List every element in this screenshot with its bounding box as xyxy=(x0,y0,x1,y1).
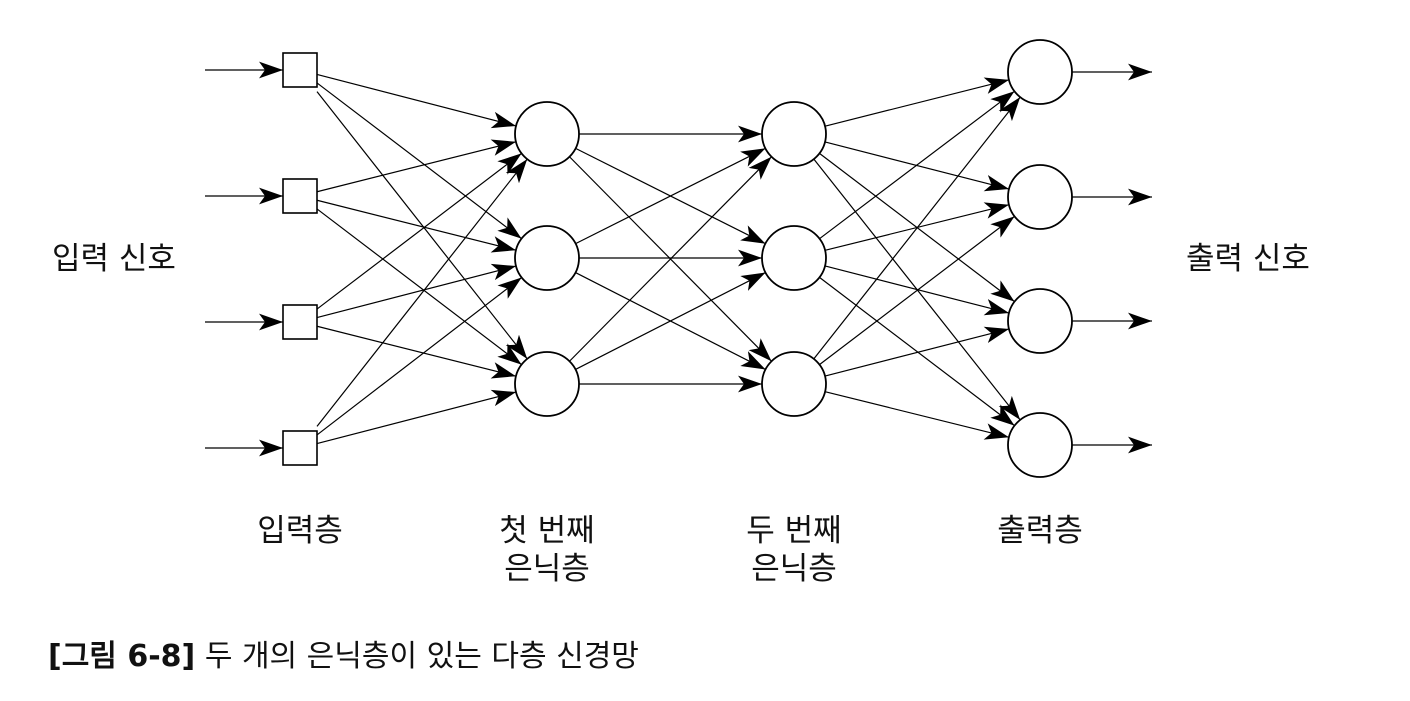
input-signal-label: 입력 신호 xyxy=(52,241,176,277)
connection-l3-n2-to-l4-n4 xyxy=(819,276,1015,427)
connection-l1-n1-to-l2-n3 xyxy=(316,91,528,360)
output-signal-label: 출력 신호 xyxy=(1186,241,1310,277)
hidden-layer-1-label-line-1: 첫 번째 xyxy=(499,513,595,549)
connection-l1-n4-to-l2-n2 xyxy=(316,277,523,436)
input-node-3 xyxy=(282,304,318,340)
hidden1-node-2 xyxy=(514,225,580,291)
connection-l1-n4-to-l2-n1 xyxy=(316,158,528,427)
connection-l3-n2-to-l4-n3 xyxy=(824,265,1010,316)
connection-l3-n3-to-l4-n1 xyxy=(813,96,1021,360)
hidden2-node-3 xyxy=(761,351,827,417)
connection-l3-n1-to-l4-n1 xyxy=(824,77,1010,127)
hidden1-node-3 xyxy=(514,351,580,417)
connection-l1-n3-to-l2-n2 xyxy=(316,263,517,319)
hidden-layer-2-label-line-1: 두 번째 xyxy=(746,513,842,549)
connection-l2-n3-to-l3-n2 xyxy=(575,272,766,370)
input-layer-label: 입력층 xyxy=(257,512,343,550)
connection-l3-n3-to-l4-n4 xyxy=(824,391,1010,440)
connection-l3-n3-to-l4-n3 xyxy=(824,326,1010,377)
output-node-2 xyxy=(1007,164,1073,230)
input-node-2 xyxy=(282,178,318,214)
connection-l1-n3-to-l2-n1 xyxy=(316,152,522,310)
connection-l1-n3-to-l2-n3 xyxy=(316,325,517,379)
connection-l1-n1-to-l2-n2 xyxy=(316,82,522,240)
figure-caption-tag: [그림 6-8] xyxy=(48,639,196,674)
hidden-layer-2-label: 두 번째 은닉층 xyxy=(746,512,841,588)
input-layer-label-line-1: 입력층 xyxy=(257,513,343,549)
connection-l1-n2-to-l2-n2 xyxy=(316,199,517,253)
connection-l1-n2-to-l2-n3 xyxy=(316,208,522,366)
hidden2-node-1 xyxy=(761,101,827,167)
hidden-layer-1-label-line-2: 은닉층 xyxy=(504,551,590,587)
hidden-layer-1-label: 첫 번째 은닉층 xyxy=(499,512,594,588)
hidden2-node-2 xyxy=(761,225,827,291)
connection-l1-n1-to-l2-n1 xyxy=(316,73,517,129)
output-node-4 xyxy=(1007,412,1073,478)
input-node-1 xyxy=(282,52,318,88)
nodes xyxy=(282,39,1073,478)
connection-l1-n4-to-l2-n3 xyxy=(316,389,517,445)
output-node-3 xyxy=(1007,288,1073,354)
connection-l1-n2-to-l2-n1 xyxy=(316,139,517,193)
connection-l3-n3-to-l4-n2 xyxy=(819,215,1015,366)
output-layer-label-line-1: 출력층 xyxy=(997,513,1083,549)
hidden-layer-2-label-line-2: 은닉층 xyxy=(751,551,837,587)
input-node-4 xyxy=(282,430,318,466)
output-node-1 xyxy=(1007,39,1073,105)
connection-l2-n2-to-l3-n1 xyxy=(575,147,766,245)
figure-caption: [그림 6-8] 두 개의 은닉층이 있는 다층 신경망 xyxy=(48,638,639,676)
hidden1-node-1 xyxy=(514,101,580,167)
connections xyxy=(205,61,1152,457)
connection-l2-n3-to-l3-n1 xyxy=(569,156,772,362)
figure-caption-text: 두 개의 은닉층이 있는 다층 신경망 xyxy=(204,639,639,674)
connection-l3-n2-to-l4-n1 xyxy=(819,90,1015,240)
output-layer-label: 출력층 xyxy=(997,512,1083,550)
